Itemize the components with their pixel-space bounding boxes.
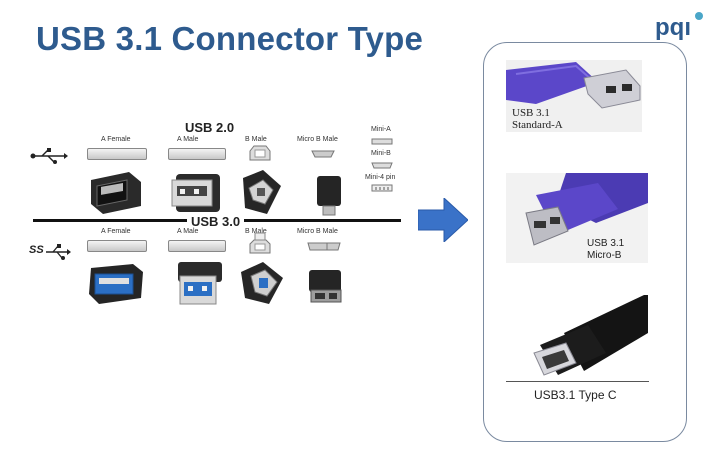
- usb2-label-micro-b: Micro B Male: [297, 136, 338, 143]
- usb3-label-a-female: A Female: [101, 228, 131, 235]
- usb3-a-male-face: [168, 240, 226, 252]
- mini-b-face: [371, 162, 393, 169]
- usb3-label-micro-b: Micro B Male: [297, 228, 338, 235]
- ss-logo: SS: [29, 244, 44, 256]
- usb3-heading: USB 3.0: [187, 214, 245, 229]
- caption-micro-b-line2: Micro-B: [587, 250, 622, 261]
- usb-trident-icon: [30, 148, 68, 164]
- logo-dot-icon: [695, 12, 703, 20]
- usb31-standard-a-photo: [506, 60, 642, 132]
- mini-a-label: Mini-A: [371, 126, 391, 133]
- caption-standard-a-line1: USB 3.1: [512, 107, 550, 119]
- caption-standard-a: USB 3.1 Standard-A: [512, 107, 563, 131]
- usb3-b-male-face: [249, 232, 271, 254]
- usb2-b-male-face: [249, 145, 271, 161]
- mini-a-face: [371, 138, 393, 145]
- usb31-micro-b-photo: [506, 173, 648, 263]
- caption-standard-a-line2: Standard-A: [512, 119, 563, 131]
- usb3-b-male-photo: [241, 262, 283, 304]
- usb2-a-male-photo: [171, 174, 220, 212]
- usb3-a-female-face: [87, 240, 147, 252]
- caption-micro-b: USB 3.1 Micro-B: [587, 238, 624, 262]
- usb3-label-a-male: A Male: [177, 228, 199, 235]
- caption-type-c: USB3.1 Type C: [534, 388, 617, 402]
- usb3-label-b-male: B Male: [245, 228, 267, 235]
- right-arrow-icon: [418, 198, 468, 242]
- usb2-a-male-face: [168, 148, 226, 160]
- slide-title: USB 3.1 Connector Type: [36, 20, 424, 57]
- usb2-micro-b-photo: [317, 176, 341, 216]
- usb2-b-male-photo: [243, 170, 281, 214]
- usb2-a-female-photo: [91, 172, 141, 214]
- usb2-label-a-male: A Male: [177, 136, 199, 143]
- usb-ss-trident-icon: [46, 244, 71, 260]
- usb3-a-female-photo: [89, 264, 143, 304]
- type-c-caption-rule: [506, 381, 649, 382]
- usb2-label-b-male: B Male: [245, 136, 267, 143]
- usb31-type-c-photo: [514, 293, 648, 379]
- usb-connector-diagram: USB 2.0 A Female A Male B Male Micro B M…: [25, 118, 410, 308]
- usb2-a-female-face: [87, 148, 147, 160]
- pqi-logo: pqı: [655, 12, 703, 42]
- usb3-micro-b-photo: [309, 270, 342, 303]
- mini-4pin-face: [371, 184, 393, 192]
- usb2-label-a-female: A Female: [101, 136, 131, 143]
- usb2-micro-b-face: [311, 150, 335, 158]
- mini-4pin-label: Mini-4 pin: [365, 174, 396, 181]
- caption-micro-b-line1: USB 3.1: [587, 238, 625, 249]
- usb3-a-male-photo: [178, 262, 222, 305]
- mini-b-label: Mini-B: [371, 150, 391, 157]
- usb3-micro-b-face: [307, 242, 341, 251]
- usb2-heading: USB 2.0: [185, 120, 235, 135]
